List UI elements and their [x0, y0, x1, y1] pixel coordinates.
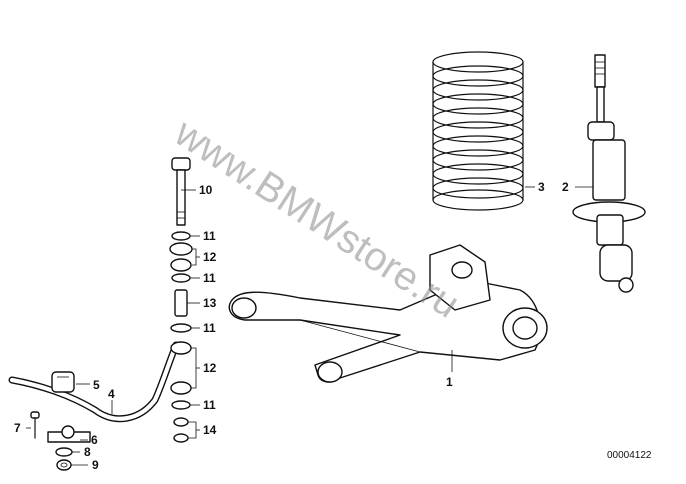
- callout-12-top: 12: [203, 250, 217, 264]
- callout-3: 3: [538, 180, 545, 194]
- leader-lines: [26, 186, 593, 466]
- callout-12-bottom: 12: [203, 361, 217, 375]
- callout-11-top: 11: [203, 229, 216, 243]
- link-stack-parts: [169, 231, 193, 443]
- watermark-text: www.BMWstore.ru: [166, 110, 467, 327]
- coil-spring: [432, 51, 524, 211]
- stabilizer-clamp: [47, 425, 91, 443]
- callout-4: 4: [108, 387, 115, 401]
- callout-9: 9: [92, 458, 99, 472]
- callout-labels: 1 2 3 4 5 6 7 8 9 10 11 12 11 13 11 12 1…: [14, 180, 569, 472]
- link-bolt-10: [171, 157, 191, 226]
- trailing-arm: [228, 244, 548, 383]
- callout-11-second: 11: [203, 271, 216, 285]
- callout-6: 6: [91, 433, 98, 447]
- callout-8: 8: [84, 445, 91, 459]
- callout-10: 10: [199, 183, 213, 197]
- callout-5: 5: [93, 378, 100, 392]
- shock-absorber: [572, 54, 646, 293]
- rubber-bushing: [51, 371, 75, 393]
- callout-11-bottom: 11: [203, 398, 216, 412]
- reference-number: 00004122: [607, 450, 652, 461]
- callout-1: 1: [446, 375, 453, 389]
- stabilizer-bar: [8, 341, 180, 423]
- callout-7: 7: [14, 421, 21, 435]
- bolt-7: [30, 411, 40, 439]
- callout-11-third: 11: [203, 321, 216, 335]
- washer-8: [55, 447, 73, 457]
- callout-2: 2: [562, 180, 569, 194]
- nut-9: [56, 459, 72, 471]
- callout-13: 13: [203, 296, 217, 310]
- callout-14: 14: [203, 423, 217, 437]
